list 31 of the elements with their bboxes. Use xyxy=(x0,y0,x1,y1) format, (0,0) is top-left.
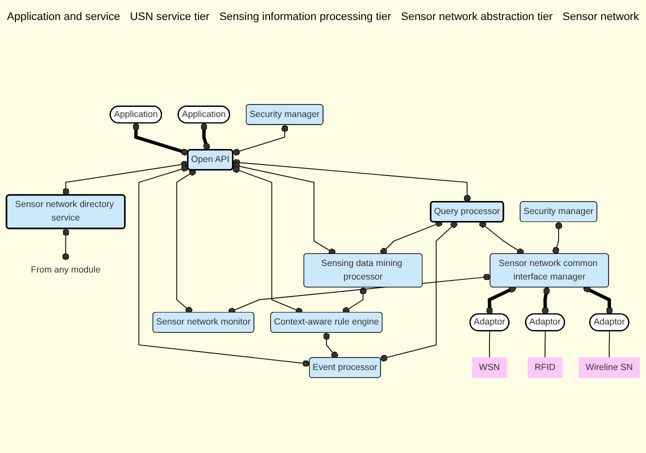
node-box: WSN xyxy=(472,358,507,378)
connector xyxy=(232,124,288,156)
tier-label: Sensor network xyxy=(562,11,639,23)
connector xyxy=(486,286,516,315)
connector xyxy=(583,286,613,315)
connector xyxy=(232,159,471,203)
node-text: From any module xyxy=(30,266,100,276)
connector xyxy=(542,288,550,315)
connector xyxy=(138,165,310,368)
connector xyxy=(552,222,562,255)
connector xyxy=(232,166,303,315)
connector xyxy=(62,161,188,196)
node-box: RFID xyxy=(528,358,562,378)
connector xyxy=(323,332,338,359)
connector xyxy=(176,169,196,314)
connector xyxy=(228,274,491,315)
connector xyxy=(380,222,458,362)
connector xyxy=(232,162,336,256)
connector xyxy=(200,124,210,151)
connector xyxy=(479,221,524,256)
node-box: Wireline SN xyxy=(578,358,640,378)
tier-label: USN service tier xyxy=(130,11,210,23)
tier-label: Application and service xyxy=(6,11,120,23)
connector xyxy=(62,228,70,262)
connector xyxy=(132,124,189,156)
connector xyxy=(489,331,490,358)
connector xyxy=(342,287,367,314)
connector xyxy=(544,331,546,358)
tier-label: Sensing information processing tier xyxy=(219,11,392,23)
connector xyxy=(608,331,610,358)
tier-label: Sensor network abstraction tier xyxy=(401,11,553,23)
